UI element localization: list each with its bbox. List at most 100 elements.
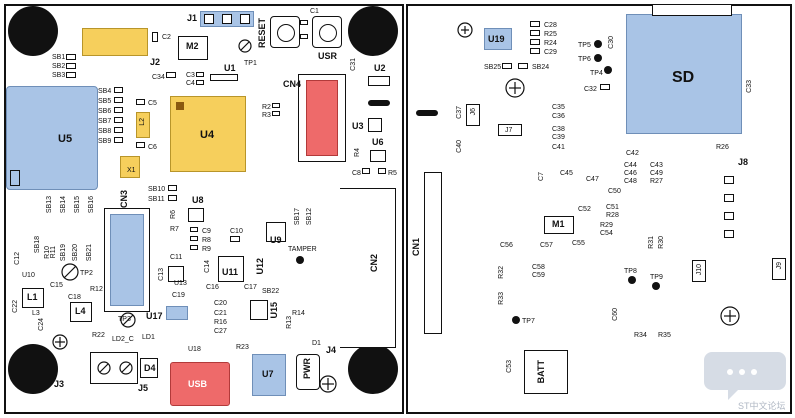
l1-inductor	[22, 288, 44, 308]
c45-label: C45	[560, 170, 573, 177]
r34-label: R34	[634, 332, 647, 339]
c52-label: C52	[578, 206, 591, 213]
tp5-label: TP5	[578, 42, 591, 49]
j8-pin	[724, 176, 734, 184]
c20-label: C20	[214, 300, 227, 307]
c9-pad	[190, 227, 198, 232]
c21-label: C21	[214, 310, 227, 317]
c19-label: C19	[172, 292, 185, 299]
sb-pad	[114, 127, 123, 133]
c6-label: C6	[148, 144, 157, 151]
l1-label: L1	[27, 292, 38, 302]
r35-label: R35	[658, 332, 671, 339]
usr-button-cap	[319, 24, 337, 42]
sb1-pad	[66, 54, 76, 60]
l2-inductor	[136, 112, 150, 138]
c42-label: C42	[626, 150, 639, 157]
u1-chip	[210, 74, 238, 81]
u19-passive	[530, 30, 540, 36]
u19-passive	[530, 48, 540, 54]
sb1-label: SB1	[52, 54, 66, 61]
battery-holder	[524, 350, 568, 394]
c11-label: C11	[170, 254, 183, 261]
c5-label: C5	[148, 100, 157, 107]
c8-label: C8	[352, 170, 361, 177]
u9-label: U9	[270, 235, 282, 245]
u7-label: U7	[262, 369, 274, 379]
d4-label: D4	[144, 363, 156, 373]
u18-label: U18	[188, 346, 201, 353]
d1-label: D1	[312, 340, 321, 347]
c17-label: C17	[244, 284, 257, 291]
cn4-label: CN4	[283, 79, 302, 89]
mounting-hole-top-left	[8, 6, 58, 56]
c3-pad	[196, 72, 204, 77]
r23-label: R23	[236, 344, 249, 351]
mounting-hole-top-right	[348, 6, 398, 56]
sb9-label: SB9	[98, 138, 112, 145]
sb11-label: SB11	[148, 196, 165, 203]
u3-label: U3	[352, 121, 364, 131]
x1-label: X1	[127, 167, 136, 174]
c35-label: C35	[552, 104, 565, 111]
j1-label: J1	[187, 13, 198, 23]
c4-pad	[196, 80, 204, 85]
u9-chip	[266, 222, 286, 242]
c2-part	[152, 32, 158, 42]
reset-button-cap	[277, 24, 295, 42]
c41-label: C41	[552, 144, 565, 151]
ld2-c-label: LD2_C	[112, 336, 134, 343]
sb3-label: SB3	[52, 72, 66, 79]
c10-label: C10	[230, 228, 243, 235]
c51-label: C51	[606, 204, 619, 211]
c29-label: C29	[544, 49, 557, 56]
c36-label: C36	[552, 113, 565, 120]
tp6-point	[594, 54, 602, 62]
j6-jumper	[466, 104, 480, 126]
sb-pad	[114, 107, 123, 113]
mounting-hole-bottom-left	[8, 344, 58, 394]
mounting-hole-bottom-right	[348, 344, 398, 394]
sb24-pad	[518, 63, 528, 69]
c6-pad	[136, 142, 145, 148]
u2-chip	[368, 76, 390, 86]
c8-pad	[362, 168, 370, 174]
c38-label: C38	[552, 126, 565, 133]
u7-chip	[252, 354, 286, 396]
u15-chip	[250, 300, 268, 320]
tp7-point	[512, 316, 520, 324]
usr-label: USR	[318, 51, 338, 61]
j8-label: J8	[738, 157, 749, 167]
c5-pad	[136, 99, 145, 105]
sb10-pad	[168, 185, 177, 191]
c27-label: C27	[214, 328, 227, 335]
c34-label: C34	[152, 74, 165, 81]
tp5-point	[594, 40, 602, 48]
c32-label: C32	[584, 86, 597, 93]
r9-label: R9	[202, 246, 211, 253]
r5-pad	[378, 168, 386, 174]
u5-module	[6, 86, 98, 190]
sb4-label: SB4	[98, 88, 112, 95]
r22-label: R22	[92, 332, 105, 339]
sb5-label: SB5	[98, 98, 112, 105]
cn4-connector	[306, 80, 338, 156]
sd-card-slot	[626, 14, 742, 134]
u8-chip	[188, 208, 204, 222]
c2-label: C2	[162, 34, 171, 41]
tamper-label: TAMPER	[288, 246, 317, 253]
sb6-label: SB6	[98, 108, 112, 115]
c59-label: C59	[532, 272, 545, 279]
r14-label: R14	[292, 310, 305, 317]
c57-label: C57	[540, 242, 553, 249]
r3-label: R3	[262, 112, 271, 119]
r9-pad	[190, 245, 198, 250]
c4-label: C4	[186, 80, 195, 87]
tp8-label: TP8	[624, 268, 637, 275]
c1-part	[300, 34, 308, 39]
c16-label: C16	[206, 284, 219, 291]
sb24-label: SB24	[532, 64, 550, 71]
c3-label: C3	[186, 72, 195, 79]
j7-label: J7	[505, 127, 513, 134]
